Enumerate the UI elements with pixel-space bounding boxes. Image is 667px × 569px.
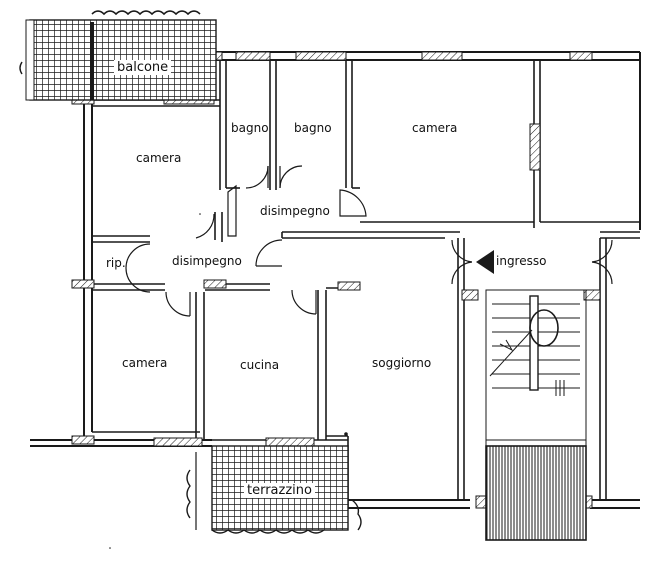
room-label-cucina: cucina — [240, 358, 280, 372]
staircase — [485, 289, 587, 541]
balcone-area — [19, 10, 217, 101]
door-swings — [125, 165, 613, 317]
room-label-disimpegno-upper: disimpegno — [260, 204, 330, 218]
room-label-camera-bottom-left: camera — [122, 356, 168, 370]
small-marks — [109, 213, 348, 549]
terrazzino-area — [186, 445, 362, 534]
room-label-rip: rip. — [106, 256, 126, 270]
entrance-arrow — [476, 250, 494, 274]
room-label-camera-top-right: camera — [412, 121, 458, 135]
room-label-ingresso: ingresso — [496, 254, 547, 268]
room-label-balcone: balcone — [114, 60, 172, 75]
room-label-soggiorno: soggiorno — [372, 356, 432, 370]
room-label-bagno-1: bagno — [231, 121, 269, 135]
room-label-disimpegno-lower: disimpegno — [172, 254, 242, 268]
room-label-bagno-2: bagno — [294, 121, 332, 135]
room-label-terrazzino: terrazzino — [244, 483, 315, 498]
room-label-camera-top-left: camera — [136, 151, 182, 165]
